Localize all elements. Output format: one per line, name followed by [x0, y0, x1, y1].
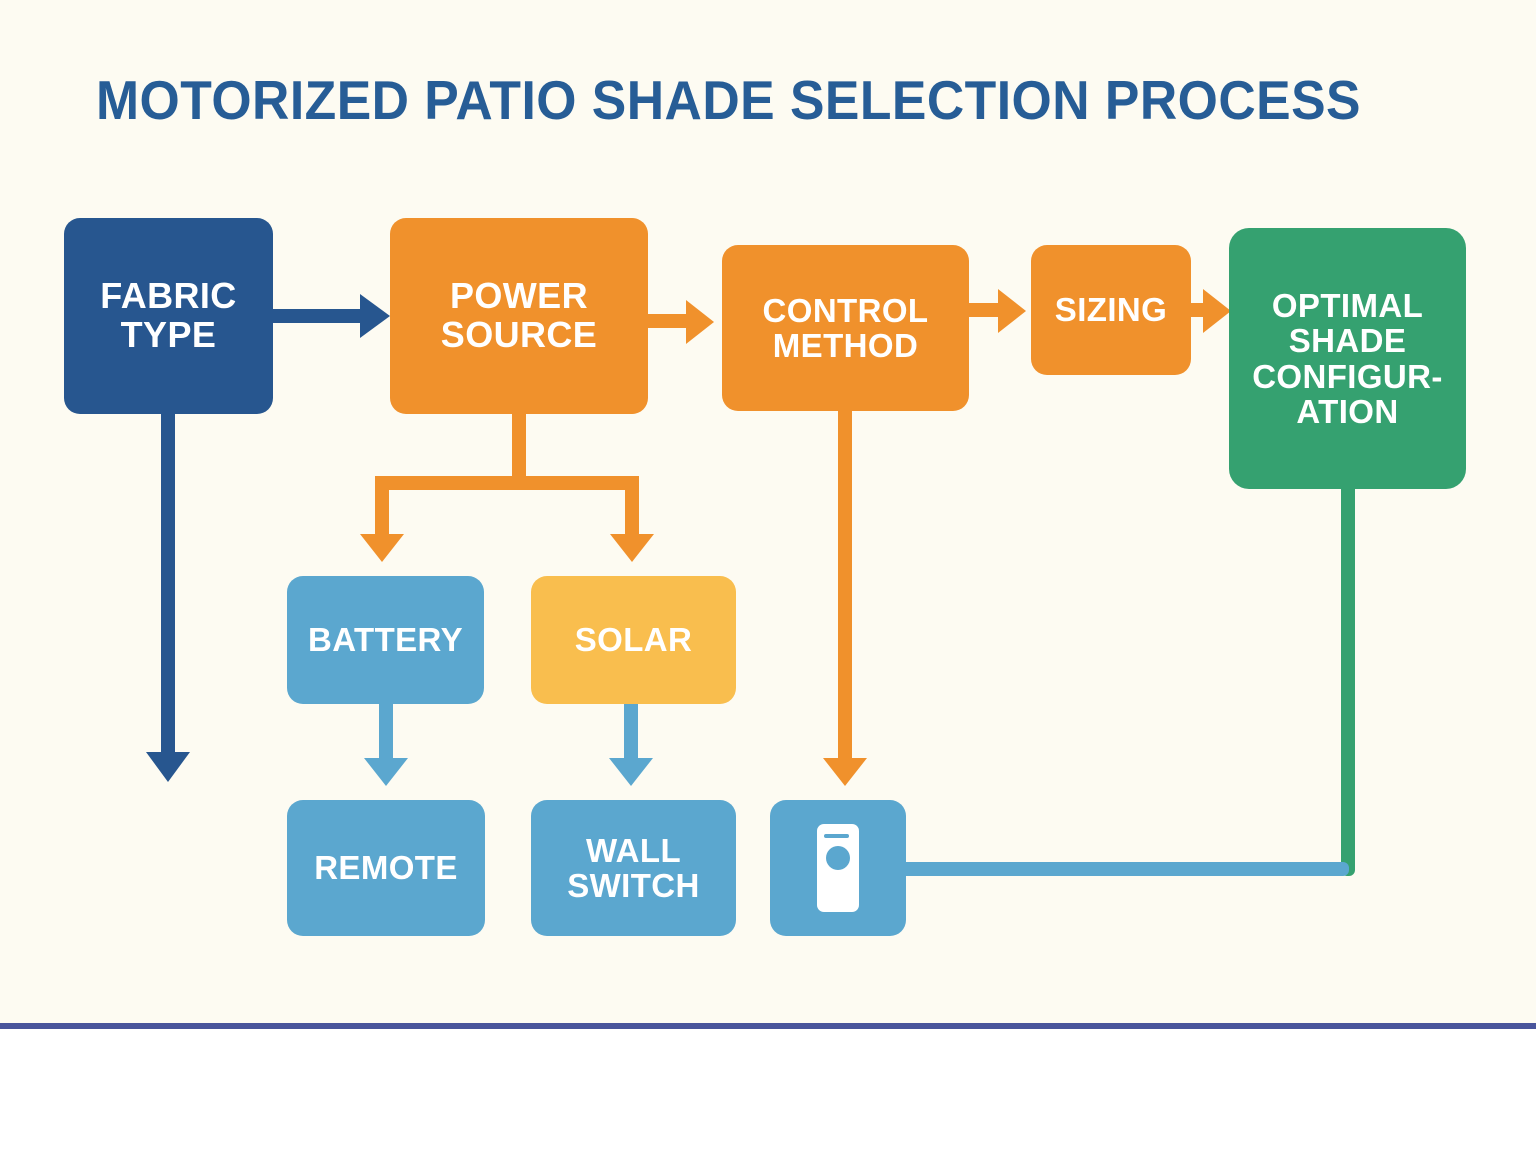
node-control-method[interactable]: CONTROL METHOD	[722, 245, 969, 411]
node-sizing[interactable]: SIZING	[1031, 245, 1191, 375]
node-remote[interactable]: REMOTE	[287, 800, 485, 936]
node-power-source-label: POWER SOURCE	[440, 275, 598, 355]
node-power-source[interactable]: POWER SOURCE	[390, 218, 648, 414]
node-fabric-type-label: FABRIC TYPE	[100, 275, 237, 355]
remote-control-icon-bar	[824, 834, 849, 838]
node-battery-label: BATTERY	[308, 621, 463, 659]
node-battery[interactable]: BATTERY	[287, 576, 484, 704]
node-sizing-label: SIZING	[1054, 291, 1168, 329]
page-title: MOTORIZED PATIO SHADE SELECTION PROCESS	[96, 69, 1361, 131]
node-optimal-shade-configuration-label: OPTIMAL SHADE CONFIGUR- ATION	[1252, 286, 1443, 430]
node-wall-switch[interactable]: WALL SWITCH	[531, 800, 736, 936]
node-optimal-shade-configuration[interactable]: OPTIMAL SHADE CONFIGUR- ATION	[1229, 228, 1466, 489]
footer-divider	[0, 1023, 1536, 1029]
diagram-canvas: MOTORIZED PATIO SHADE SELECTION PROCESS	[0, 0, 1536, 1023]
remote-control-icon	[817, 824, 859, 912]
remote-control-icon-button	[826, 846, 850, 870]
node-solar[interactable]: SOLAR	[531, 576, 736, 704]
page-footer: Zinga's zingashome.com	[0, 1029, 1536, 1154]
node-solar-label: SOLAR	[574, 621, 693, 659]
node-control-method-label: CONTROL METHOD	[762, 291, 929, 364]
node-device[interactable]	[770, 800, 906, 936]
node-wall-switch-label: WALL SWITCH	[567, 831, 700, 904]
node-fabric-type[interactable]: FABRIC TYPE	[64, 218, 273, 414]
node-remote-label: REMOTE	[314, 849, 458, 887]
